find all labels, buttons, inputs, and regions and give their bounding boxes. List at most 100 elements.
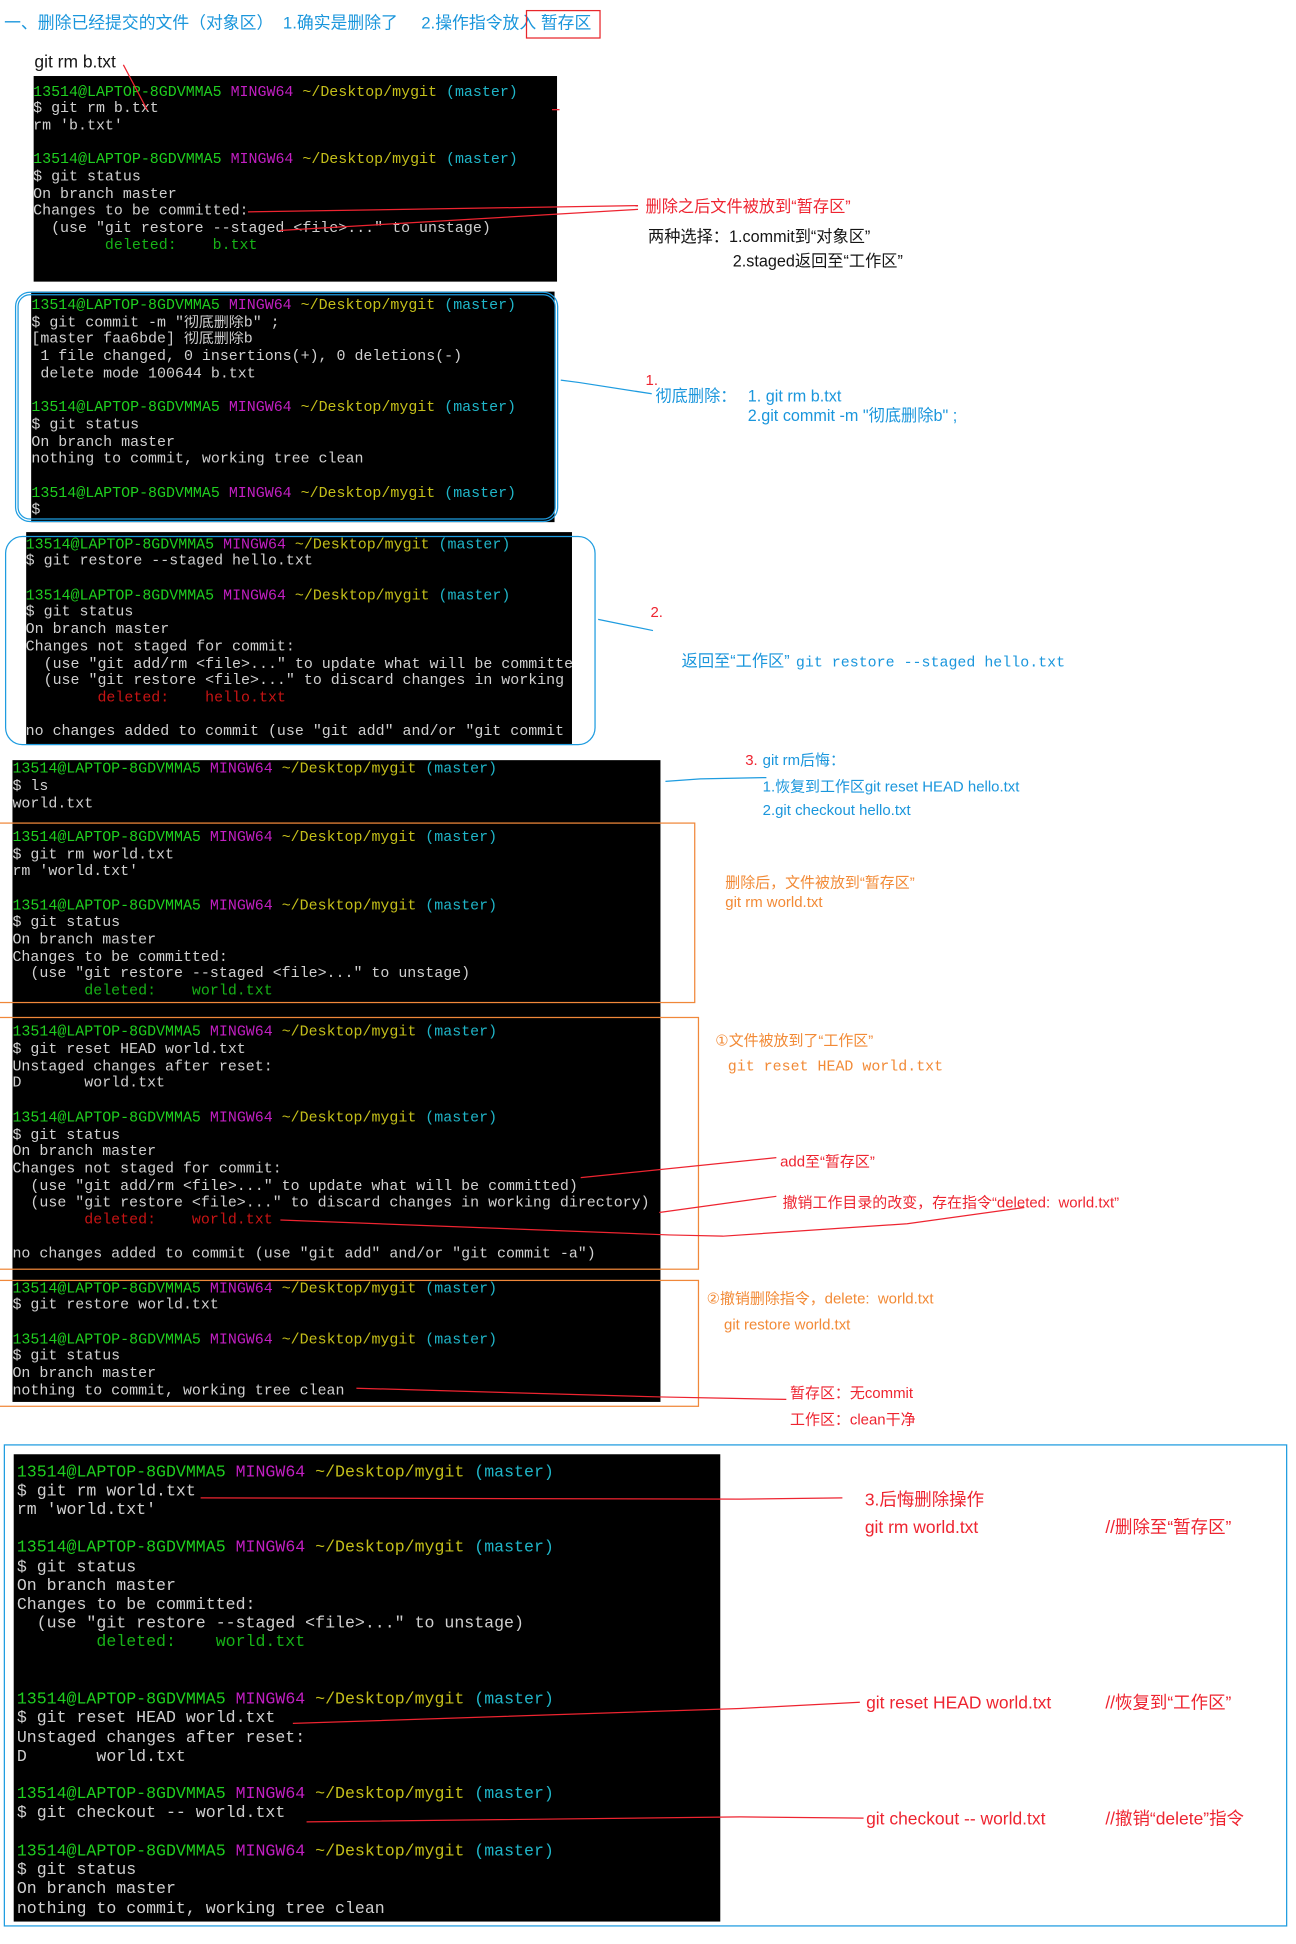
prompt-branch: (master) — [474, 1462, 554, 1482]
terminal-line: [master faa6bde] 彻底删除b — [31, 332, 554, 349]
terminal-output: 13514@LAPTOP-8GDVMMA5 MINGW64 ~/Desktop/… — [12, 762, 660, 1001]
terminal-line: $ git status — [12, 1127, 660, 1144]
terminal-prompt-line: 13514@LAPTOP-8GDVMMA5 MINGW64 ~/Desktop/… — [12, 1281, 660, 1298]
command-label: git rm b.txt — [34, 50, 116, 71]
annotation-box-1-command: git rm world.txt — [725, 893, 823, 911]
terminal-line: nothing to commit, working tree clean — [12, 1383, 660, 1400]
prompt-path: ~/Desktop/mygit — [281, 761, 417, 778]
terminal-line: (use "git restore --staged <file>..." to… — [33, 221, 556, 238]
summary-step-comment: //删除至“暂存区” — [1105, 1516, 1232, 1537]
terminal-prompt-line: 13514@LAPTOP-8GDVMMA5 MINGW64 ~/Desktop/… — [12, 830, 660, 847]
terminal-line: (use "git restore --staged <file>..." to… — [17, 1614, 720, 1633]
terminal-line-text: nothing to commit, working tree clean — [16, 1898, 385, 1918]
prompt-path: ~/Desktop/mygit — [302, 152, 438, 169]
terminal-line-text: $ git status — [31, 417, 140, 434]
prompt-branch: (master) — [445, 152, 518, 169]
annotation-worktree-state: 工作区：clean干净 — [790, 1410, 916, 1429]
prompt-system: MINGW64 — [228, 400, 292, 417]
prompt-path: ~/Desktop/mygit — [315, 1538, 465, 1557]
summary-step-comment: //恢复到“工作区” — [1105, 1692, 1232, 1713]
terminal-line-text: On branch master — [25, 621, 170, 639]
annotation-section-1-step-2: 2.git commit -m "彻底删除b" ; — [747, 406, 958, 425]
terminal-line-text: $ git status — [12, 1127, 121, 1144]
summary-step-comment: //撤销“delete”指令 — [1105, 1808, 1244, 1829]
terminal-line: $ git status — [31, 417, 554, 434]
terminal-line: 1 file changed, 0 insertions(+), 0 delet… — [31, 349, 554, 366]
terminal-line: On branch master — [17, 1576, 720, 1595]
terminal-output: 13514@LAPTOP-8GDVMMA5 MINGW64 ~/Desktop/… — [26, 537, 572, 742]
prompt-branch: (master) — [425, 1110, 498, 1127]
terminal-line: $ git status — [17, 1861, 720, 1880]
highlight-outline-blue — [14, 291, 559, 523]
terminal-line: $ git rm world.txt — [12, 847, 660, 864]
terminal-prompt-line: 13514@LAPTOP-8GDVMMA5 MINGW64 ~/Desktop/… — [12, 762, 660, 779]
terminal-line-text: Changes not staged for commit: — [12, 1161, 282, 1178]
summary-step-command: git rm world.txt — [864, 1516, 979, 1537]
terminal-prompt-line: 13514@LAPTOP-8GDVMMA5 MINGW64 ~/Desktop/… — [26, 537, 572, 554]
prompt-user-host: 13514@LAPTOP-8GDVMMA5 — [33, 152, 222, 169]
terminal-output: 13514@LAPTOP-8GDVMMA5 MINGW64 ~/Desktop/… — [31, 298, 554, 520]
prompt-path: ~/Desktop/mygit — [300, 297, 436, 315]
terminal-line-text: On branch master — [12, 1365, 157, 1383]
annotation-staging-state: 暂存区：无commit — [790, 1384, 914, 1402]
prompt-system: MINGW64 — [228, 297, 292, 315]
terminal-line: rm 'world.txt' — [17, 1500, 720, 1519]
terminal-line: On branch master — [26, 622, 572, 639]
terminal-line: On branch master — [33, 186, 556, 203]
prompt-user-host: 13514@LAPTOP-8GDVMMA5 — [16, 1689, 226, 1709]
terminal-prompt-line: 13514@LAPTOP-8GDVMMA5 MINGW64 ~/Desktop/… — [31, 298, 554, 315]
prompt-user-host: 13514@LAPTOP-8GDVMMA5 — [12, 1280, 201, 1297]
terminal-line: Changes to be committed: — [12, 949, 660, 966]
terminal-line-text: $ git status — [33, 169, 141, 186]
terminal-line: (use "git add/rm <file>..." to update wh… — [12, 1178, 660, 1195]
terminal-line-text: rm 'world.txt' — [16, 1500, 157, 1519]
title-point-2: 2.操作指令放入 — [421, 14, 537, 33]
terminal-window-summary: 13514@LAPTOP-8GDVMMA5 MINGW64 ~/Desktop/… — [13, 1454, 721, 1922]
prompt-user-host: 13514@LAPTOP-8GDVMMA5 — [25, 536, 215, 553]
terminal-line-text: (use "git restore --staged <file>..." to… — [12, 966, 471, 983]
terminal-line: deleted: hello.txt — [26, 690, 572, 707]
terminal-prompt-line: 13514@LAPTOP-8GDVMMA5 MINGW64 ~/Desktop/… — [12, 1025, 660, 1042]
prompt-branch: (master) — [444, 485, 517, 502]
terminal-line-text: On branch master — [33, 186, 177, 203]
prompt-path: ~/Desktop/mygit — [281, 898, 417, 915]
terminal-line: D world.txt — [12, 1076, 660, 1093]
terminal-line-text: Changes to be committed: — [33, 203, 249, 220]
annotation-box-2-note: ①文件被放到了“工作区” — [715, 1031, 874, 1050]
annotation-staged-note: 删除之后文件被放到“暂存区” — [645, 196, 851, 216]
prompt-user-host: 13514@LAPTOP-8GDVMMA5 — [25, 587, 215, 605]
terminal-line: $ git rm b.txt — [33, 101, 556, 118]
annotation-add-note: add至“暂存区” — [780, 1152, 875, 1171]
terminal-line: (use "git restore --staged <file>..." to… — [12, 966, 660, 983]
prompt-path: ~/Desktop/mygit — [294, 587, 430, 605]
prompt-system: MINGW64 — [223, 536, 286, 553]
prompt-branch: (master) — [425, 829, 498, 847]
highlight-box-orange — [0, 822, 696, 1004]
prompt-branch: (master) — [444, 297, 517, 315]
terminal-line: world.txt — [12, 796, 660, 813]
annotation-section-1-step-1: 1. git rm b.txt — [747, 386, 842, 406]
annotation-section-2-number: 2. — [650, 603, 663, 621]
prompt-branch: (master) — [474, 1784, 554, 1804]
terminal-line: (use "git restore <file>..." to discard … — [26, 673, 572, 690]
terminal-line-text: $ git reset HEAD world.txt — [16, 1708, 276, 1728]
terminal-line: deleted: world.txt — [17, 1633, 720, 1652]
prompt-branch: (master) — [425, 761, 498, 778]
terminal-line-text: $ git status — [25, 604, 134, 622]
terminal-line-text: (use "git add/rm <file>..." to update wh… — [12, 1178, 578, 1195]
prompt-path: ~/Desktop/mygit — [281, 1024, 417, 1042]
title-point-1: 1.确实是删除了 — [282, 14, 398, 33]
annotation-box-1-note: 删除后，文件被放到“暂存区” — [725, 873, 915, 892]
prompt-path: ~/Desktop/mygit — [315, 1841, 465, 1861]
prompt-user-host: 13514@LAPTOP-8GDVMMA5 — [31, 400, 220, 417]
summary-step-command: git reset HEAD world.txt — [866, 1692, 1052, 1713]
annotation-section-3-title: git rm后悔： — [762, 751, 845, 769]
terminal-line-text: $ git rm world.txt — [12, 846, 174, 864]
prompt-user-host: 13514@LAPTOP-8GDVMMA5 — [16, 1462, 226, 1482]
terminal-line: $ git rm world.txt — [17, 1481, 720, 1500]
terminal-prompt-line: 13514@LAPTOP-8GDVMMA5 MINGW64 ~/Desktop/… — [33, 152, 556, 169]
prompt-path: ~/Desktop/mygit — [281, 1331, 417, 1349]
terminal-prompt-line: 13514@LAPTOP-8GDVMMA5 MINGW64 ~/Desktop/… — [17, 1538, 720, 1557]
terminal-line: Changes not staged for commit: — [12, 1161, 660, 1178]
